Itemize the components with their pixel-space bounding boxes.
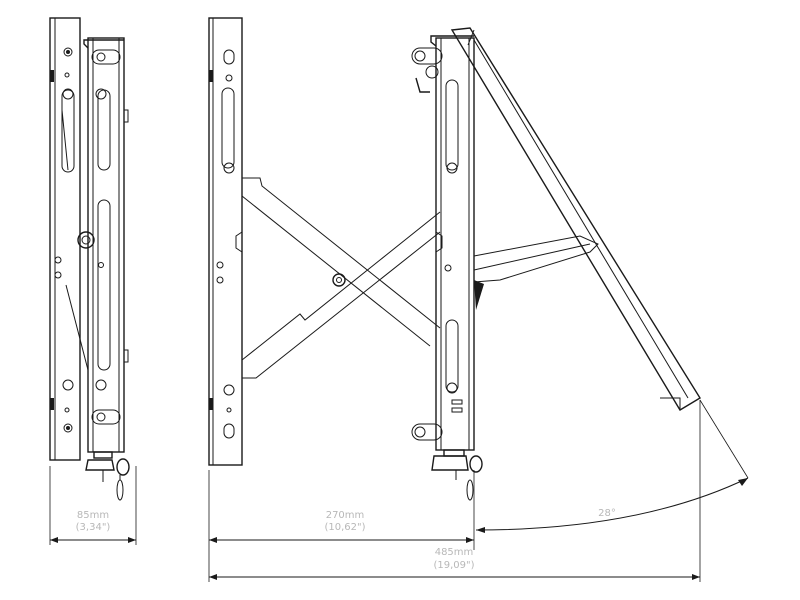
- dim-485-metric: 485mm: [435, 547, 474, 558]
- dim-270-imperial: (10,62"): [324, 522, 365, 533]
- dimension-lines: [49, 399, 749, 582]
- dim-tilt-angle: 28°: [598, 508, 616, 519]
- dim-85-imperial: (3,34"): [76, 522, 111, 533]
- dim-485-imperial: (19,09"): [433, 560, 474, 571]
- dim-270-metric: 270mm: [326, 510, 365, 521]
- closed-mount-view: [49, 17, 130, 501]
- dim-85-metric: 85mm: [77, 510, 109, 521]
- extended-mount-view: [208, 17, 701, 501]
